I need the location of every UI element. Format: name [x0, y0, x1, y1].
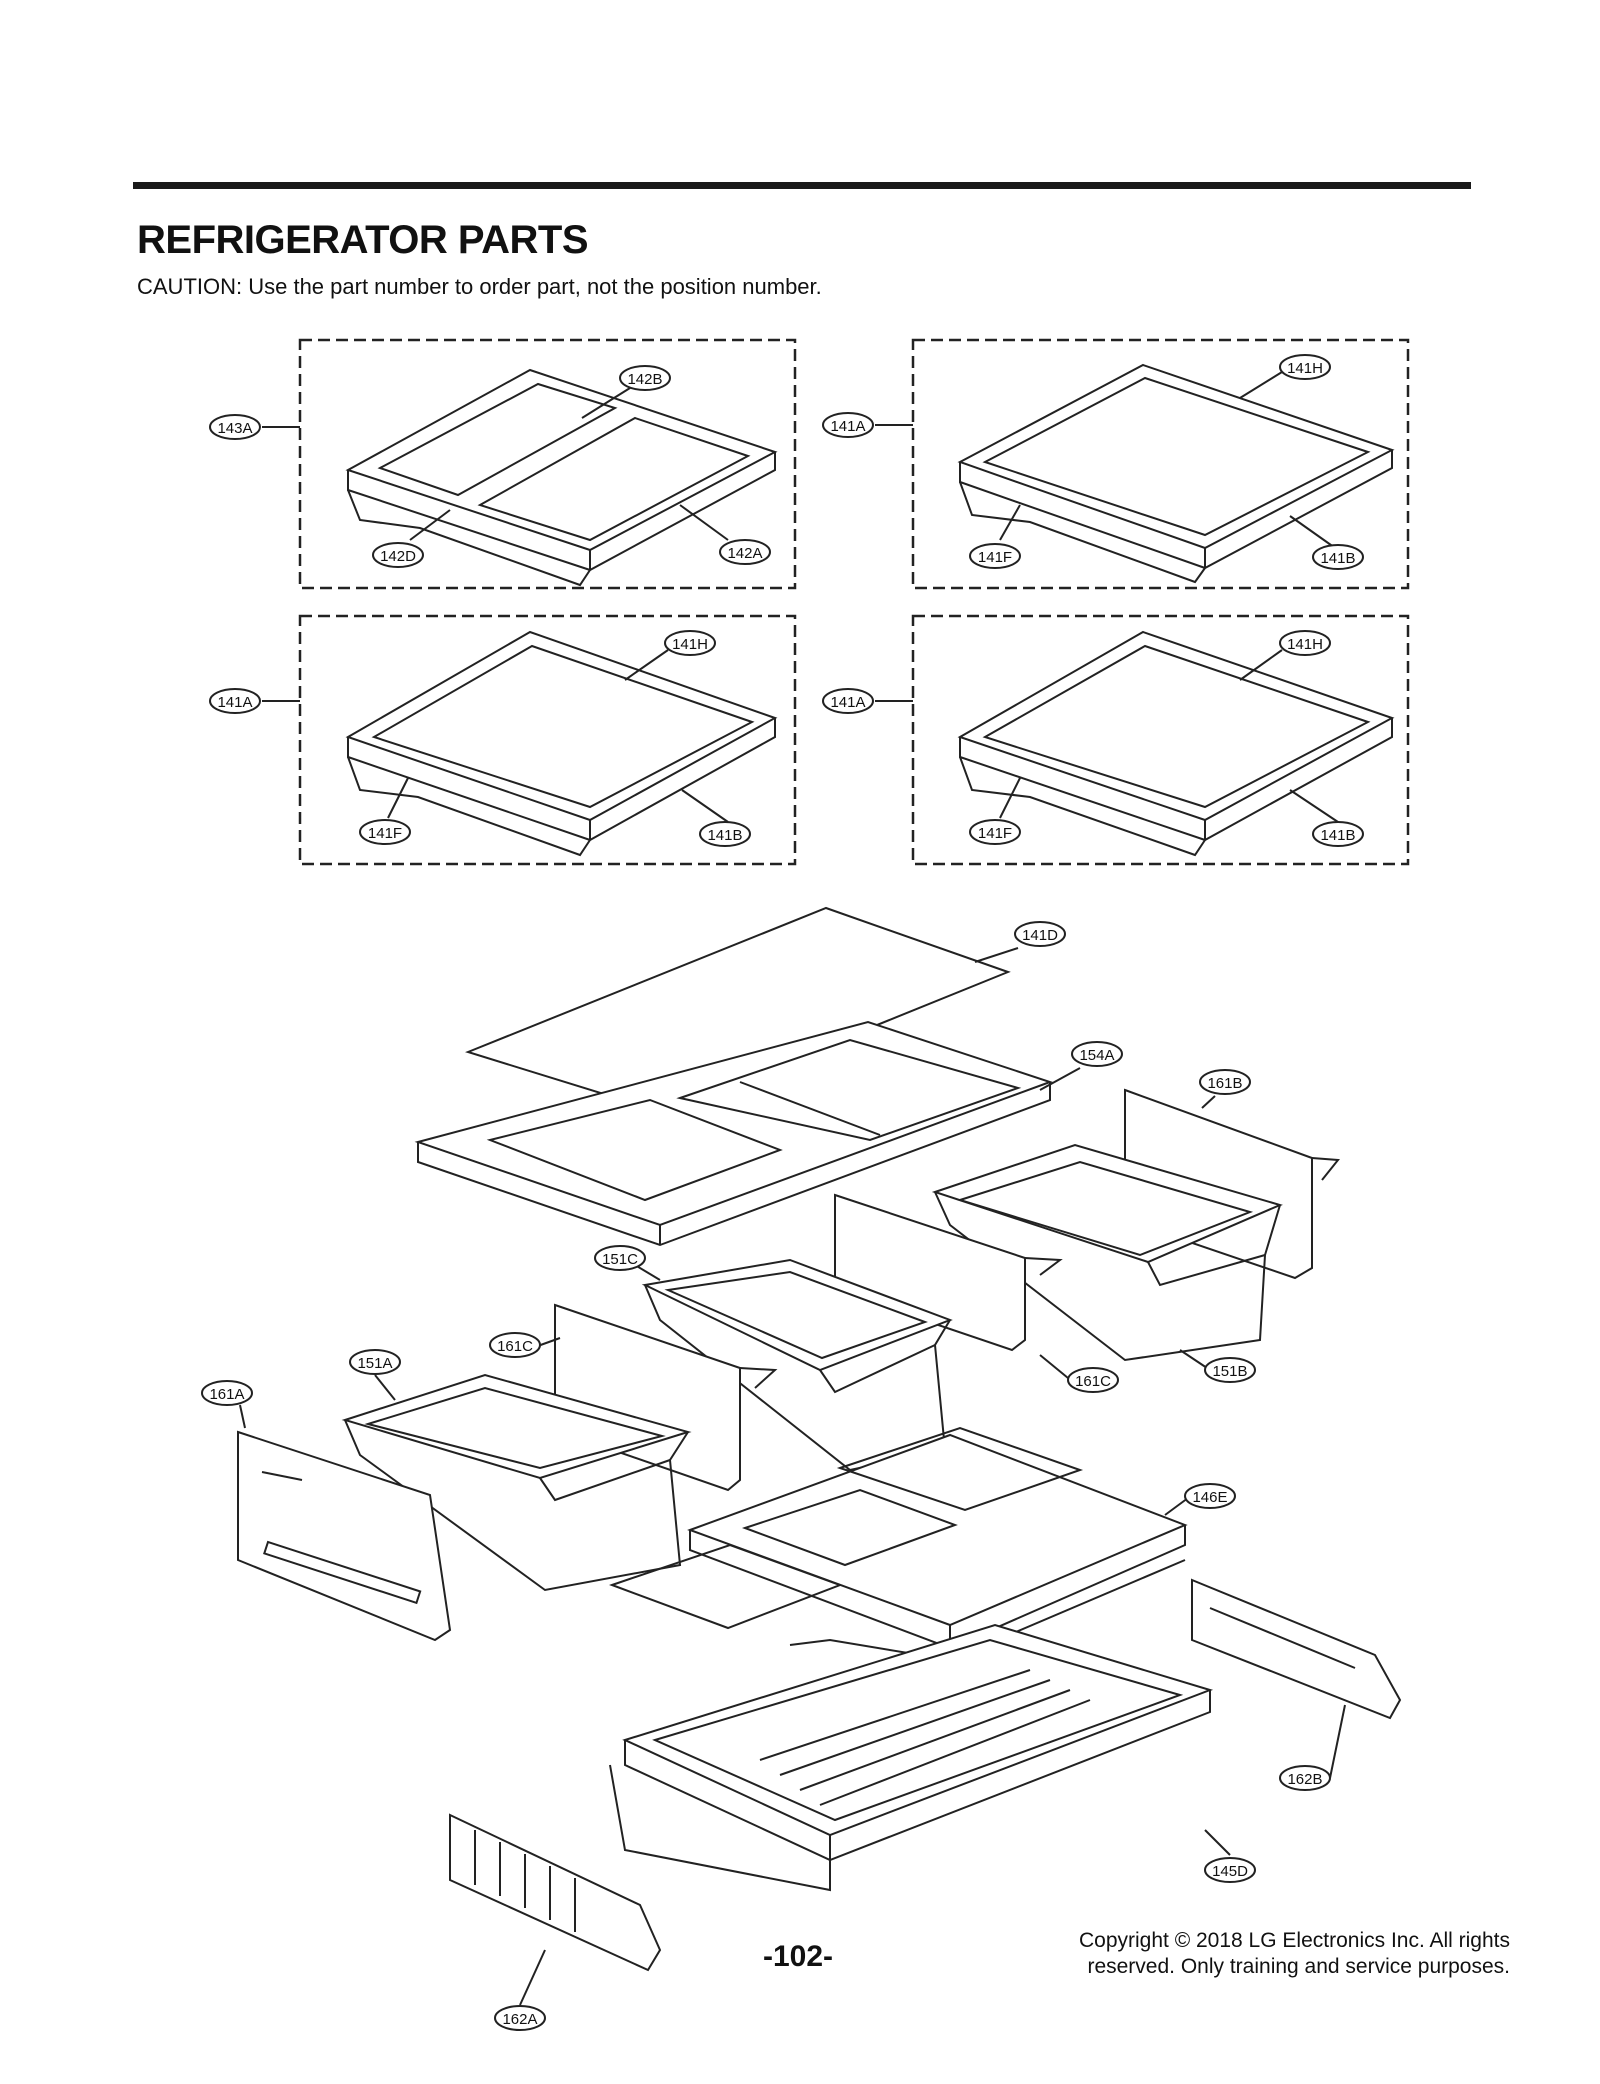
svg-text:162A: 162A — [502, 2011, 537, 2028]
callout-141D: 141D — [1014, 921, 1066, 947]
glass-shelf-drawing — [957, 363, 1395, 584]
svg-text:141H: 141H — [1287, 360, 1323, 377]
center-right-divider-panel — [834, 1193, 1069, 1379]
callout-142A: 142A — [719, 539, 771, 565]
svg-text:141H: 141H — [672, 636, 708, 653]
callout-141F-b: 141F — [359, 819, 411, 845]
callout-151C: 151C — [594, 1245, 646, 1271]
svg-text:141F: 141F — [978, 549, 1012, 566]
page-title: REFRIGERATOR PARTS — [137, 218, 589, 262]
bottom-freezer-drawer — [609, 1623, 1231, 1892]
split-shelf-drawing — [345, 368, 778, 587]
callout-151B: 151B — [1204, 1357, 1256, 1383]
svg-text:141H: 141H — [1287, 636, 1323, 653]
svg-text:141F: 141F — [368, 825, 402, 842]
callout-161B: 161B — [1199, 1069, 1251, 1095]
header-rule — [133, 182, 1471, 189]
svg-text:146E: 146E — [1192, 1489, 1227, 1506]
svg-text:161C: 161C — [497, 1338, 533, 1355]
svg-text:161A: 161A — [209, 1386, 244, 1403]
page-number: -102- — [763, 1940, 834, 1973]
callout-141H-b: 141H — [664, 630, 716, 656]
callout-161A: 161A — [201, 1380, 253, 1406]
svg-text:141B: 141B — [707, 827, 742, 844]
copyright-line-1: Copyright © 2018 LG Electronics Inc. All… — [1078, 1929, 1510, 1952]
svg-text:141A: 141A — [830, 418, 865, 435]
svg-text:151C: 151C — [602, 1251, 638, 1268]
callout-142D: 142D — [372, 542, 424, 568]
svg-text:141B: 141B — [1320, 827, 1355, 844]
glass-sheet — [465, 906, 1019, 1114]
copyright-line-2: reserved. Only training and service purp… — [1087, 1955, 1510, 1978]
callout-141A-a: 141A — [822, 412, 874, 438]
crisper-assembly: 141D 154A 161B 151C 161C 161C 151B 151A … — [201, 906, 1402, 2031]
svg-text:143A: 143A — [217, 420, 252, 437]
callout-141B-b: 141B — [699, 821, 751, 847]
svg-text:145D: 145D — [1212, 1863, 1248, 1880]
callout-141B-a: 141B — [1312, 544, 1364, 570]
callout-141F-a: 141F — [969, 543, 1021, 569]
callout-154A: 154A — [1071, 1041, 1123, 1067]
svg-text:141F: 141F — [978, 825, 1012, 842]
glass-shelf-drawing — [957, 630, 1395, 857]
left-drawer-rail — [449, 1813, 662, 2006]
callout-162A: 162A — [494, 2005, 546, 2031]
callout-141A-b: 141A — [209, 688, 261, 714]
callout-141B-c: 141B — [1312, 821, 1364, 847]
glass-shelf-drawing — [345, 630, 778, 857]
svg-text:142D: 142D — [380, 548, 416, 565]
svg-text:154A: 154A — [1079, 1047, 1114, 1064]
crisper-cover — [414, 1020, 1081, 1247]
left-crisper-drawer — [341, 1373, 692, 1592]
svg-text:151B: 151B — [1212, 1363, 1247, 1380]
shelf-panel-2: 141H 141A 141F 141B — [822, 338, 1410, 590]
svg-text:161C: 161C — [1075, 1373, 1111, 1390]
svg-text:141A: 141A — [217, 694, 252, 711]
svg-text:161B: 161B — [1207, 1075, 1242, 1092]
caution-note: CAUTION: Use the part number to order pa… — [137, 274, 822, 299]
svg-text:141D: 141D — [1022, 927, 1058, 944]
callout-162B: 162B — [1279, 1765, 1331, 1791]
svg-text:142B: 142B — [627, 371, 662, 388]
callout-141F-c: 141F — [969, 819, 1021, 845]
callout-145D: 145D — [1204, 1857, 1256, 1883]
callout-141A-c: 141A — [822, 688, 874, 714]
shelf-panel-4: 141H 141A 141F 141B — [822, 614, 1410, 866]
callout-142B: 142B — [619, 365, 671, 391]
left-divider-panel — [237, 1404, 452, 1642]
svg-text:142A: 142A — [727, 545, 762, 562]
callout-141H-c: 141H — [1279, 630, 1331, 656]
svg-text:141A: 141A — [830, 694, 865, 711]
callout-161C-lower: 161C — [1067, 1367, 1119, 1393]
shelf-panel-3: 141H 141A 141F 141B — [209, 614, 797, 866]
shelf-panel-1: 142B 143A 142D 142A — [209, 338, 797, 590]
right-crisper-drawer — [931, 1143, 1283, 1371]
right-drawer-rail — [1191, 1578, 1402, 1779]
svg-text:162B: 162B — [1287, 1771, 1322, 1788]
callout-161C-upper: 161C — [489, 1332, 541, 1358]
callout-143A: 143A — [209, 414, 261, 440]
callout-141H-a: 141H — [1279, 354, 1331, 380]
callout-151A: 151A — [349, 1349, 401, 1375]
crisper-tray — [609, 1426, 1189, 1662]
svg-text:141B: 141B — [1320, 550, 1355, 567]
svg-text:151A: 151A — [357, 1355, 392, 1372]
callout-146E: 146E — [1184, 1483, 1236, 1509]
copyright-notice: Copyright © 2018 LG Electronics Inc. All… — [1079, 1928, 1510, 1980]
